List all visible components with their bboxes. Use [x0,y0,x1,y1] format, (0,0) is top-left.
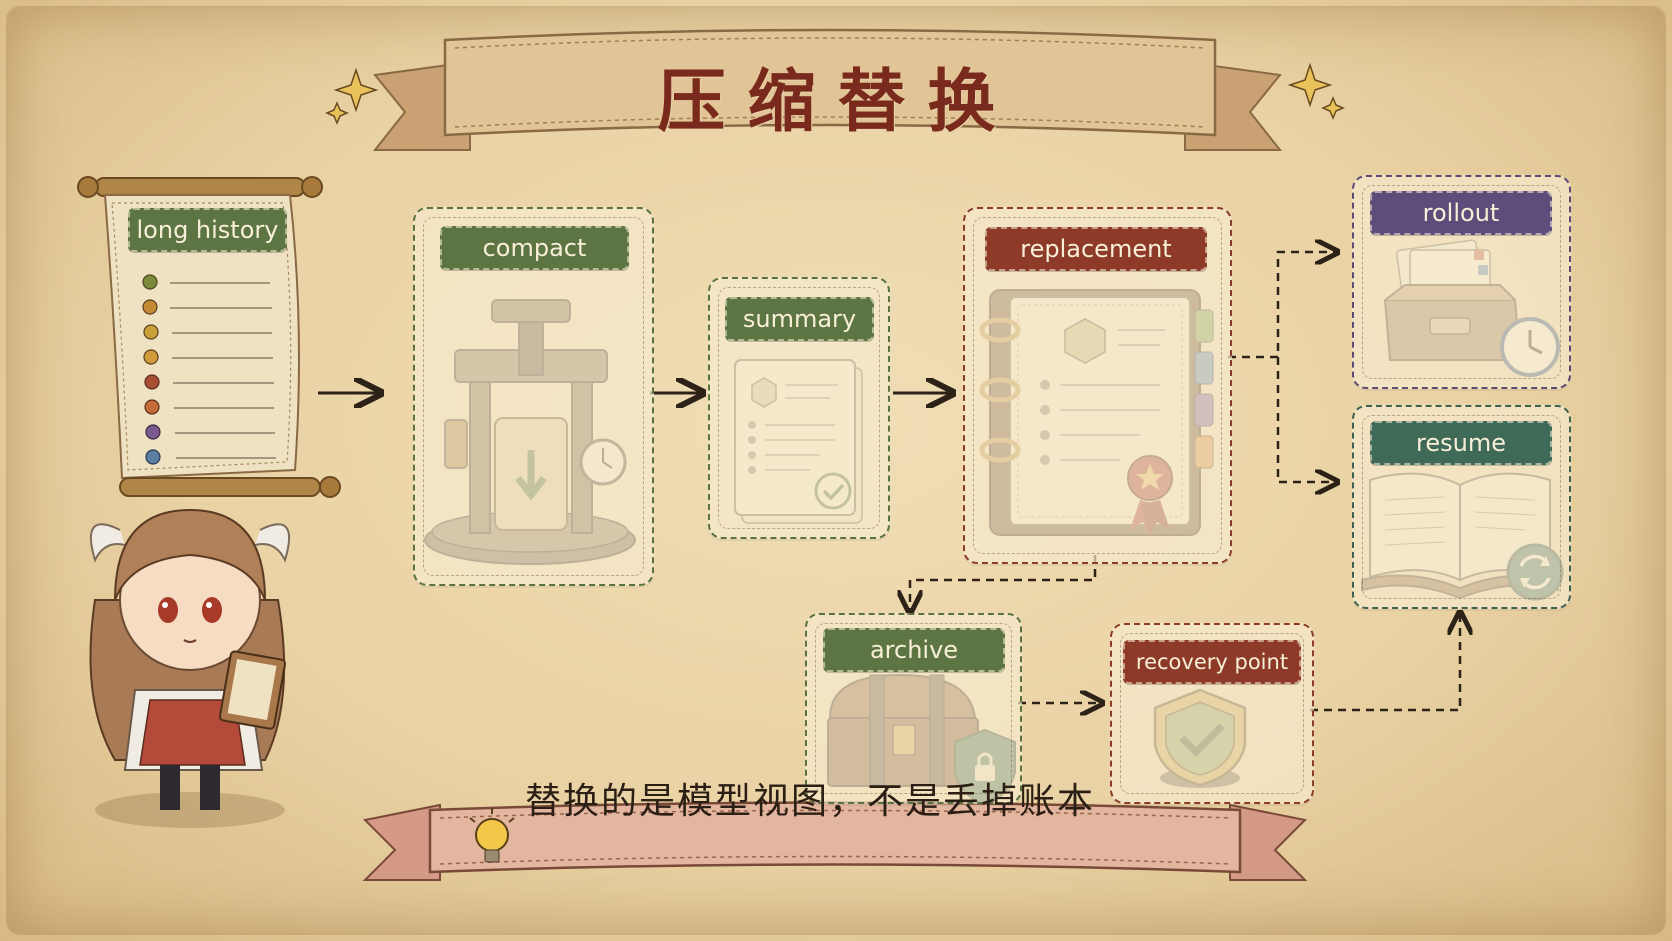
node-label-long-history: long history [128,208,287,252]
character-illustration [89,508,290,828]
sparkle-icons [325,62,1345,125]
node-label-archive: archive [823,628,1005,672]
node-label-rollout: rollout [1370,191,1552,235]
node-card-compact [413,207,654,586]
node-label-replacement: replacement [985,227,1207,271]
footer-note: 替换的是模型视图，不是丢掉账本 [525,781,1096,822]
node-label-compact: compact [440,226,629,270]
page-title: 压缩替换 [657,61,1018,142]
lightbulb-icon [469,808,515,863]
footer-ribbon [362,801,1308,881]
node-label-resume: resume [1370,421,1552,465]
node-label-recovery-point: recovery point [1123,640,1301,684]
scroll-icon [77,176,341,498]
node-label-summary: summary [725,297,874,341]
title-ribbon [372,28,1283,151]
